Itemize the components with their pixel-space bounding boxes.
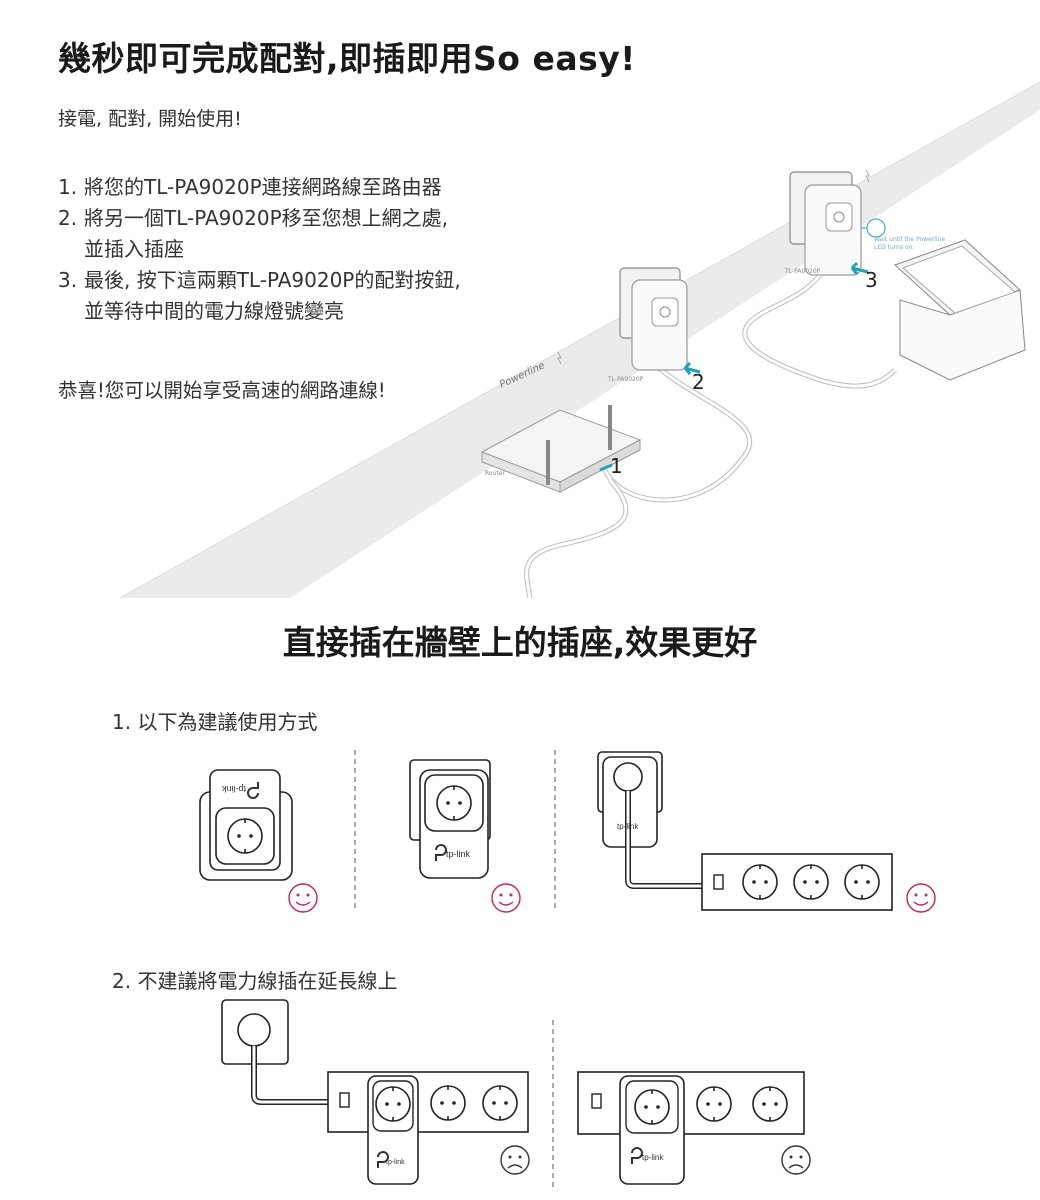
led-note: Wait until the Powerline LED turns on. bbox=[874, 236, 946, 251]
outlet-diagrams: tp-link tp-link tp-link tp-link tp-link bbox=[199, 750, 936, 1190]
section2-title: 直接插在牆壁上的插座,效果更好 bbox=[282, 623, 758, 662]
recommended-heading: 1. 以下為建議使用方式 bbox=[112, 710, 318, 734]
router-label: Router bbox=[485, 470, 505, 477]
brand-text: tp-link bbox=[642, 1153, 664, 1162]
setup-section: 幾秒即可完成配對,即插即用So easy! 接電, 配對, 開始使用! 1.將您… bbox=[0, 0, 1040, 598]
congrats-text: 恭喜!您可以開始享受高速的網路連線! bbox=[58, 379, 386, 402]
device-label-b: TL-PA9020P bbox=[785, 268, 821, 275]
brand-text: tp-link bbox=[386, 1159, 405, 1166]
intro-text: 接電, 配對, 開始使用! bbox=[58, 108, 242, 130]
brand-text: tp-link bbox=[446, 849, 471, 859]
device-label-a: TL-PA9020P bbox=[608, 376, 644, 383]
step-item: 1.將您的TL-PA9020P連接網路線至路由器 bbox=[58, 175, 442, 199]
step-number-1: 1 bbox=[610, 454, 623, 478]
setup-illustration bbox=[119, 81, 1040, 598]
page-title: 幾秒即可完成配對,即插即用So easy! bbox=[58, 39, 636, 78]
not-recommended-heading: 2. 不建議將電力線插在延長線上 bbox=[112, 969, 398, 993]
brand-text: tp-link bbox=[617, 822, 639, 831]
step-item: 3.最後, 按下這兩顆TL-PA9020P的配對按鈕,並等待中間的電力線燈號變亮 bbox=[58, 268, 461, 323]
brand-text: tp-link bbox=[221, 784, 246, 794]
step-item: 2.將另一個TL-PA9020P移至您想上網之處,並插入插座 bbox=[58, 206, 449, 261]
steps-list: 1.將您的TL-PA9020P連接網路線至路由器 2.將另一個TL-PA9020… bbox=[58, 172, 461, 327]
step-number-3: 3 bbox=[865, 268, 878, 292]
step-number-2: 2 bbox=[692, 370, 705, 394]
